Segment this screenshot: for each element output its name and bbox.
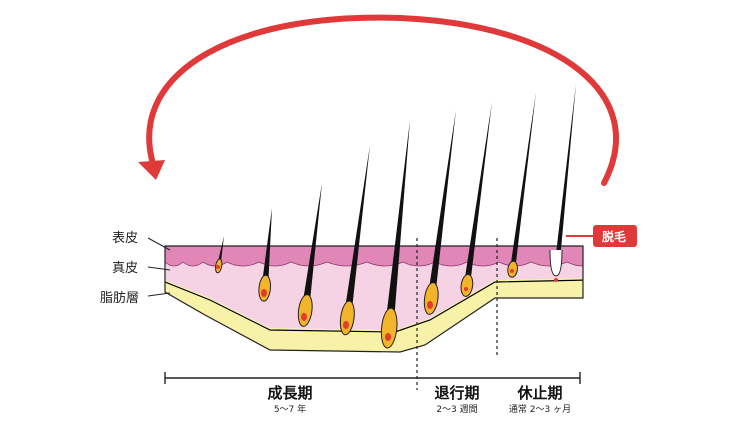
label-fat-layer: 脂肪層 xyxy=(100,290,139,306)
dermal-papilla xyxy=(427,301,433,309)
leader-dermis xyxy=(147,266,171,271)
hair-follicle-6 xyxy=(423,110,456,315)
empty-follicle xyxy=(549,249,563,277)
leader-fat-layer xyxy=(147,292,171,297)
hair-follicle-2 xyxy=(258,208,272,302)
dermal-papilla xyxy=(343,321,349,329)
cycle-arrow-curve xyxy=(146,14,619,186)
hair-follicle-5 xyxy=(380,120,410,349)
hair-shaft xyxy=(554,84,576,270)
phase-telogen-name: 休止期 xyxy=(516,384,562,402)
dermal-papilla xyxy=(301,313,307,321)
hair-shaft xyxy=(303,183,322,302)
hair-cycle-arrow xyxy=(138,14,619,186)
label-dermis: 真皮 xyxy=(112,261,138,276)
dermal-papilla xyxy=(554,278,558,282)
phase-growth-duration: 5～7 年 xyxy=(274,403,306,415)
phase-catagen-duration: 2～3 週間 xyxy=(436,404,477,415)
hair-follicle-7 xyxy=(460,102,492,297)
epidermis-layer xyxy=(165,246,583,262)
hair-shaft xyxy=(510,92,536,265)
leader-epidermis xyxy=(147,237,171,251)
hair-bulb xyxy=(460,274,474,297)
hair-follicle-8 xyxy=(507,92,536,278)
dermal-papilla xyxy=(464,287,468,291)
hair-shaft xyxy=(217,236,224,262)
hair-loss-callout: 脱毛 xyxy=(566,225,637,247)
dermal-papilla xyxy=(216,265,220,269)
hair-follicle-3 xyxy=(297,183,322,327)
cycle-arrow-head xyxy=(138,160,165,180)
phase-timeline: 成長期 5～7 年 退行期 2～3 週間 休止期 通常 2～3 ヶ月 xyxy=(164,372,581,415)
hair-shaft xyxy=(262,208,272,281)
hair-shaft xyxy=(345,145,370,309)
callout-label: 脱毛 xyxy=(602,229,626,244)
phase-catagen-name: 退行期 xyxy=(434,384,479,402)
label-epidermis: 表皮 xyxy=(112,231,138,246)
dermal-papilla xyxy=(261,289,267,297)
phase-growth-name: 成長期 xyxy=(267,384,312,402)
hair-follicle-4 xyxy=(339,145,370,336)
hair-shaft xyxy=(386,120,410,317)
hair-shaft xyxy=(464,102,492,280)
dermal-papilla xyxy=(510,269,514,273)
hair-shaft xyxy=(429,110,456,290)
hair-follicle-9 xyxy=(549,84,576,282)
callout-box xyxy=(593,225,637,247)
phase-telogen-duration: 通常 2～3 ヶ月 xyxy=(509,403,571,415)
skin-outline xyxy=(164,245,584,353)
hair-follicles xyxy=(215,84,576,349)
hair-follicle-1 xyxy=(215,236,224,274)
dermal-papilla xyxy=(385,333,391,341)
